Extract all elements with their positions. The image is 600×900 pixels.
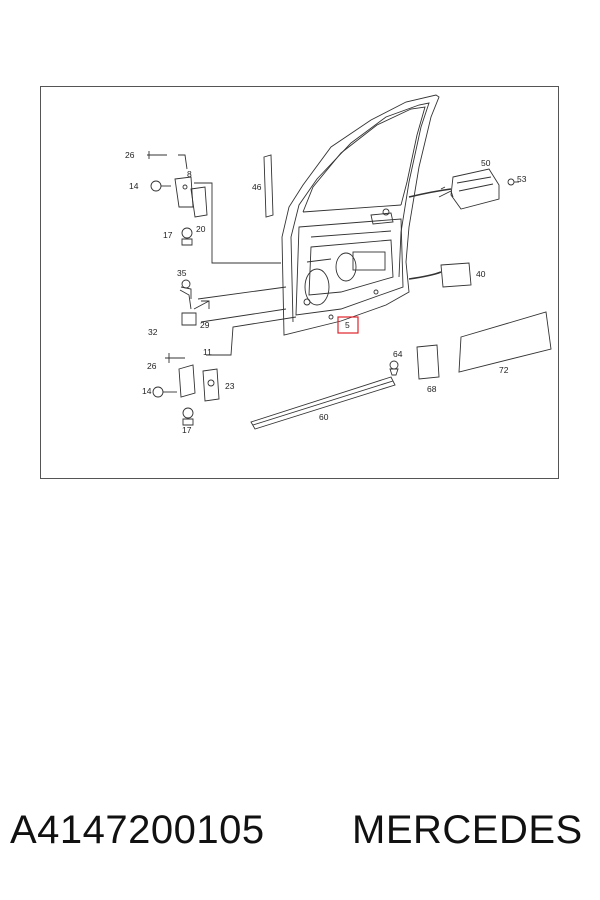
- part-46-strip: [263, 154, 274, 218]
- callout-20: 20: [196, 224, 206, 234]
- callout-14: 14: [129, 181, 139, 191]
- callout-11: 11: [203, 347, 212, 357]
- callout-53: 53: [517, 174, 527, 184]
- part-50-module: [450, 168, 500, 210]
- callout-50: 50: [481, 158, 491, 168]
- part-72-foil: [458, 311, 552, 373]
- part-number: A4147200105: [10, 808, 265, 852]
- callout-26: 26: [147, 361, 157, 371]
- callout-60: 60: [319, 412, 329, 422]
- part-60-strip: [250, 376, 396, 430]
- door-shell: [281, 94, 440, 336]
- callout-17: 17: [163, 230, 173, 240]
- callout-46: 46: [252, 182, 262, 192]
- part-40-panel: [440, 262, 472, 288]
- callout-17: 17: [182, 425, 192, 435]
- callout-32: 32: [148, 327, 158, 337]
- callout-8: 8: [187, 169, 192, 179]
- callout-29: 29: [200, 320, 210, 330]
- callout-72: 72: [499, 365, 509, 375]
- door-exploded-diagram: 26 14 8 46 17 20 50 53 40 35 32 29 5 64 …: [125, 94, 552, 435]
- footer: A4147200105 MERCEDES: [0, 802, 600, 862]
- callout-64: 64: [393, 349, 403, 359]
- parts-diagram-frame: 26 14 8 46 17 20 50 53 40 35 32 29 5 64 …: [40, 86, 559, 479]
- callout-68: 68: [427, 384, 437, 394]
- callout-14: 14: [142, 386, 152, 396]
- part-68-pad: [416, 344, 440, 380]
- callout-26: 26: [125, 150, 135, 160]
- brand-name: MERCEDES: [352, 808, 583, 852]
- callout-5[interactable]: 5: [345, 320, 350, 330]
- callout-40: 40: [476, 269, 486, 279]
- callout-23: 23: [225, 381, 235, 391]
- part-5-highlight: [337, 316, 359, 334]
- callout-35: 35: [177, 268, 187, 278]
